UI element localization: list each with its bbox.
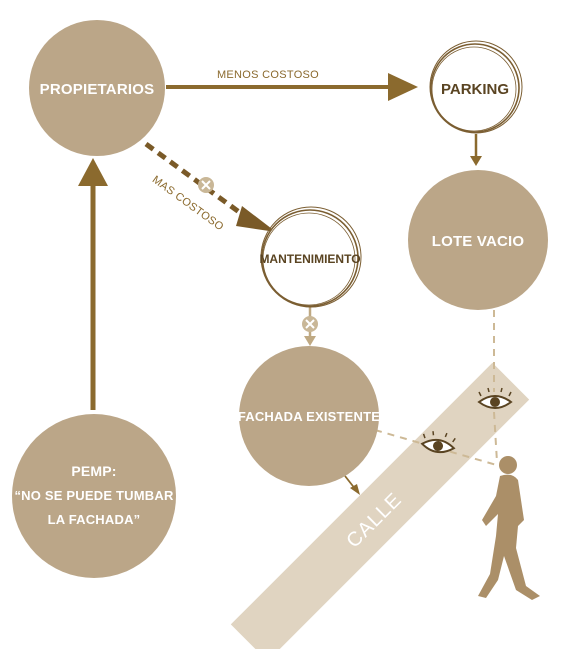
- eye-icon: [420, 431, 456, 454]
- node-pemp: PEMP: “NO SE PUEDE TUMBAR LA FACHADA”: [12, 414, 176, 578]
- arrow-fachada-to-street: [344, 475, 360, 495]
- person-icon: [478, 456, 540, 600]
- arrow-parking-to-lote: [470, 134, 482, 166]
- edge-label-menos-costoso: MENOS COSTOSO: [217, 69, 319, 81]
- edge-label-mas-costoso: MAS COSTOSO: [150, 174, 226, 234]
- node-propietarios: PROPIETARIOS: [29, 20, 165, 156]
- close-icon: [302, 316, 318, 332]
- node-fachada-label: FACHADA EXISTENTE: [238, 409, 380, 424]
- eye-icon: [477, 387, 513, 409]
- arrow-pemp-to-propietarios: [78, 158, 108, 410]
- node-lote-vacio: LOTE VACIO: [408, 170, 548, 310]
- node-parking: PARKING: [429, 40, 523, 134]
- node-pemp-label-1: PEMP:: [71, 463, 116, 479]
- node-propietarios-label: PROPIETARIOS: [40, 81, 155, 98]
- node-lote-vacio-label: LOTE VACIO: [432, 233, 525, 250]
- node-parking-label: PARKING: [441, 81, 509, 98]
- arrow-menos-costoso: [166, 73, 418, 101]
- close-icon: [198, 177, 214, 193]
- node-pemp-label-3: LA FACHADA”: [48, 512, 141, 527]
- arrow-mas-costoso: [144, 141, 276, 232]
- node-pemp-label-2: “NO SE PUEDE TUMBAR: [14, 488, 174, 503]
- node-fachada-existente: FACHADA EXISTENTE: [238, 346, 380, 486]
- node-mantenimiento-label: MANTENIMIENTO: [259, 252, 360, 266]
- node-mantenimiento: MANTENIMIENTO: [259, 206, 362, 308]
